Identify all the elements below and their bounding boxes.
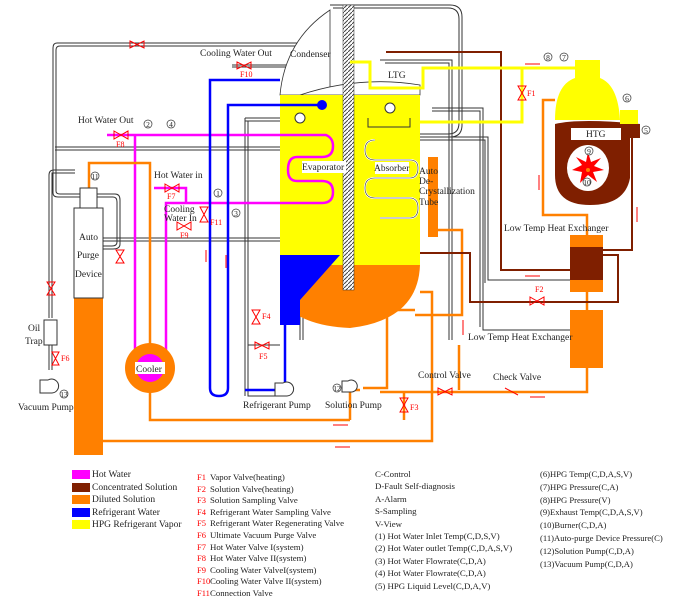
fluid-legend: Hot Water Concentrated Solution Diluted … — [72, 469, 182, 532]
label-oil-trap: Oil — [28, 324, 41, 334]
label-control-valve: Control Valve — [418, 371, 471, 381]
label-auto-decrystallization: Auto — [419, 167, 438, 177]
label-htg: HTG — [586, 130, 606, 140]
valve-f9 — [176, 221, 192, 231]
svg-text:8: 8 — [546, 53, 550, 62]
valve-f4 — [251, 309, 261, 325]
label-cooler: Cooler — [136, 365, 163, 375]
svg-text:7: 7 — [562, 53, 566, 62]
svg-text:Tube: Tube — [419, 198, 438, 208]
svg-text:Crystallization: Crystallization — [419, 187, 475, 197]
valve-f6 — [51, 351, 60, 366]
svg-text:Trap: Trap — [25, 337, 43, 347]
legend-refrigerant-vapor: HPG Refrigerant Vapor — [72, 519, 182, 532]
purge-valve-a — [46, 281, 56, 296]
svg-text:10: 10 — [583, 178, 591, 187]
refrigerant-pipes — [208, 78, 320, 398]
valve-f10 — [236, 61, 252, 70]
legend-concentrated-solution: Concentrated Solution — [72, 482, 182, 495]
svg-text:13: 13 — [60, 390, 68, 399]
svg-text:12: 12 — [333, 384, 341, 393]
svg-text:3: 3 — [234, 209, 238, 218]
sensor-numbers: 1 2 3 4 5 6 7 8 9 10 11 12 13 — [60, 53, 648, 399]
svg-text:De-: De- — [419, 177, 433, 187]
label-auto-purge-device: Auto — [79, 233, 98, 243]
legend-diluted-solution: Diluted Solution — [72, 494, 182, 507]
label-low-temp-hx-lower: Low Temp Heat Exchanger — [468, 333, 573, 343]
valves[interactable] — [46, 40, 545, 413]
valve-f11 — [199, 206, 209, 223]
refrigerant-spray-icon — [317, 100, 327, 110]
label-refrigerant-pump: Refrigerant Pump — [243, 400, 311, 411]
valve-f5 — [254, 341, 270, 350]
svg-text:F6: F6 — [61, 354, 69, 363]
svg-text:6: 6 — [625, 94, 629, 103]
solution-pump-icon — [341, 379, 358, 393]
valve-f8 — [113, 130, 129, 140]
svg-text:F2: F2 — [535, 285, 543, 294]
decrystallization-tube — [428, 157, 438, 237]
valve-f3 — [399, 397, 409, 413]
svg-text:F7: F7 — [167, 192, 175, 201]
sensor-points — [59, 52, 651, 399]
flow-arrows — [205, 63, 638, 448]
purge-device-solution — [74, 297, 103, 455]
label-ltg: LTG — [388, 71, 406, 81]
svg-text:F9: F9 — [180, 231, 188, 240]
svg-text:F3: F3 — [410, 403, 418, 412]
label-cooling-water-in: Cooling — [164, 205, 195, 215]
refrigerant-pump-icon — [274, 381, 295, 397]
burner-flame-icon — [572, 152, 604, 183]
svg-text:F5: F5 — [259, 352, 267, 361]
control-valve — [437, 387, 453, 396]
equipment — [39, 187, 358, 397]
svg-text:F8: F8 — [116, 140, 124, 149]
legend-hot-water: Hot Water — [72, 469, 182, 482]
label-condenser: Condenser — [290, 50, 331, 60]
svg-text:F10: F10 — [240, 70, 252, 79]
svg-text:4: 4 — [169, 120, 173, 129]
svg-text:Purge: Purge — [77, 251, 99, 261]
label-check-valve: Check Valve — [493, 373, 541, 383]
top-purge-valve — [129, 40, 145, 49]
label-cooling-water-out: Cooling Water Out — [200, 49, 272, 59]
svg-text:F11: F11 — [210, 218, 222, 227]
valve-labels: F10 F8 F7 F9 F11 F1 F2 F3 F4 F5 F6 — [61, 70, 543, 412]
diagram-labels: Cooling Water Out Condenser LTG HTG Hot … — [18, 49, 609, 413]
vacuum-pump-icon — [39, 378, 60, 394]
valve-f2 — [529, 296, 545, 306]
label-hot-water-in: Hot Water in — [154, 171, 203, 181]
label-hot-water-out: Hot Water Out — [78, 116, 134, 126]
svg-text:9: 9 — [587, 147, 591, 156]
svg-text:2: 2 — [146, 120, 150, 129]
label-low-temp-hx-upper: Low Temp Heat Exchanger — [504, 224, 609, 234]
svg-text:Water In: Water In — [164, 214, 197, 224]
label-vacuum-pump: Vacuum Pump — [18, 403, 74, 413]
label-solution-pump: Solution Pump — [325, 401, 382, 411]
heat-exchangers — [570, 235, 603, 368]
svg-text:5: 5 — [644, 126, 648, 135]
legend-refrigerant-water: Refrigerant Water — [72, 507, 182, 520]
purge-valve-b — [115, 249, 125, 264]
code-legend: C-Control D-Fault Self-diagnosis A-Alarm… — [375, 469, 513, 591]
label-evaporator: Evaporator — [302, 163, 345, 173]
diluted-solution-pipes — [87, 98, 589, 443]
svg-text:1: 1 — [216, 189, 220, 198]
svg-text:F1: F1 — [527, 89, 535, 98]
valve-f7 — [164, 183, 180, 193]
svg-text:F4: F4 — [262, 312, 270, 321]
divider-column — [342, 4, 355, 291]
valve-f1 — [517, 85, 527, 101]
label-absorber: Absorber — [374, 164, 410, 174]
check-valve — [504, 387, 519, 396]
high-temp-generator — [555, 60, 640, 205]
svg-text:11: 11 — [91, 172, 98, 181]
svg-text:Device: Device — [75, 270, 102, 280]
monitor-point-legend: (6)HPG Temp(C,D,A,S,V) (7)HPG Pressure(C… — [540, 469, 663, 569]
